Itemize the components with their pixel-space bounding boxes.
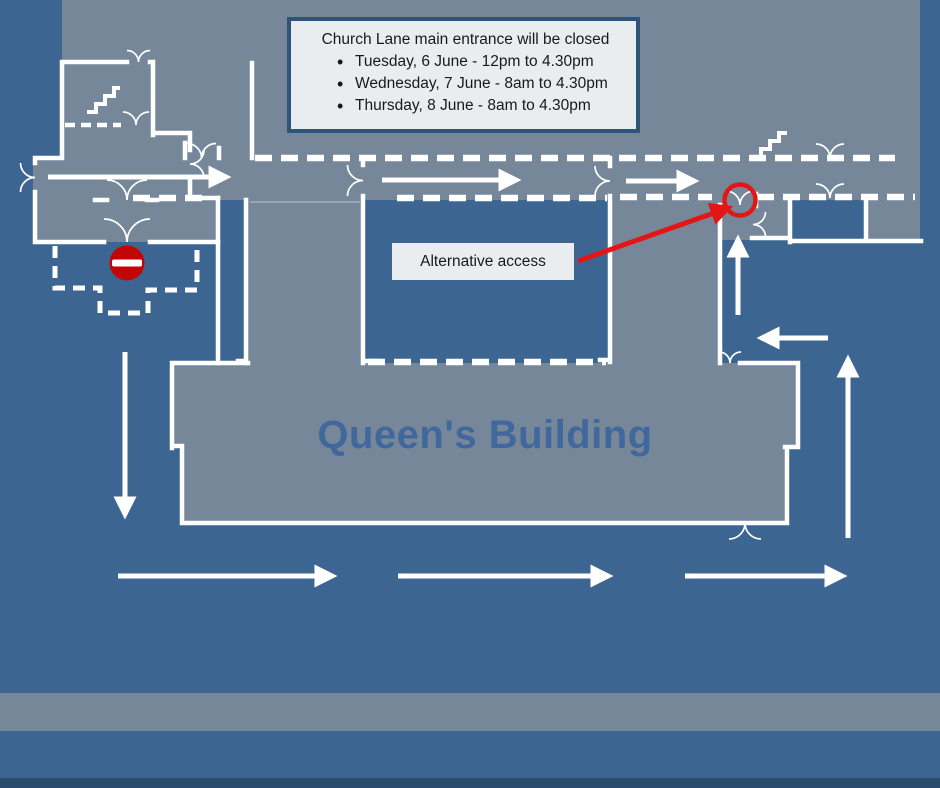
double-door-icon (106, 179, 148, 201)
building-name-label: Queen's Building (317, 413, 653, 457)
closure-notice-title: Church Lane main entrance will be closed (321, 31, 610, 48)
double-door-icon (718, 351, 742, 364)
closure-notice-list: Tuesday, 6 June - 12pm to 4.30pm Wednesd… (337, 51, 628, 117)
double-door-icon (815, 143, 845, 159)
stairs-icon (87, 86, 120, 114)
double-door-icon (752, 211, 767, 238)
double-door-icon (126, 49, 151, 63)
double-door-icon (346, 164, 364, 197)
entrance-building-walls (32, 59, 221, 245)
dashed-paths (52, 122, 915, 366)
road-band (0, 693, 940, 731)
west-link-corridor-area (244, 198, 363, 363)
double-door-icon (815, 183, 845, 199)
closure-notice-item: Tuesday, 6 June - 12pm to 4.30pm (337, 51, 628, 73)
double-door-icon (122, 111, 150, 126)
double-door-icon (186, 142, 217, 159)
double-door-icon (728, 522, 762, 540)
northeast-wing-area (864, 198, 920, 241)
no-entry-icon (109, 245, 145, 281)
closure-notice-item: Thursday, 8 June - 8am to 4.30pm (337, 95, 628, 117)
corridor-south-dashed-line (133, 193, 915, 202)
route-arrows (48, 165, 860, 588)
stair-icons (87, 86, 787, 159)
double-door-icon (594, 165, 611, 197)
queens-building-area (172, 363, 798, 523)
stairs-icon (752, 131, 787, 159)
alternative-access-pointer-arrow (577, 202, 734, 264)
closure-notice-box: Church Lane main entrance will be closed… (287, 17, 640, 133)
closure-notice-item: Wednesday, 7 June - 8am to 4.30pm (337, 73, 628, 95)
building-footprints (0, 0, 940, 731)
footer-strip (0, 778, 940, 788)
queens-building-walls (169, 360, 801, 526)
closed-entrance-steps-path (52, 246, 200, 316)
double-door-icon (103, 218, 151, 243)
double-door-icon (19, 162, 36, 193)
east-link-corridor-area (610, 198, 720, 363)
no-entry-bar (112, 259, 142, 267)
closure-annotations (577, 182, 758, 264)
alternative-access-label: Alternative access (392, 243, 574, 280)
closed-door-circle-icon (722, 182, 758, 218)
